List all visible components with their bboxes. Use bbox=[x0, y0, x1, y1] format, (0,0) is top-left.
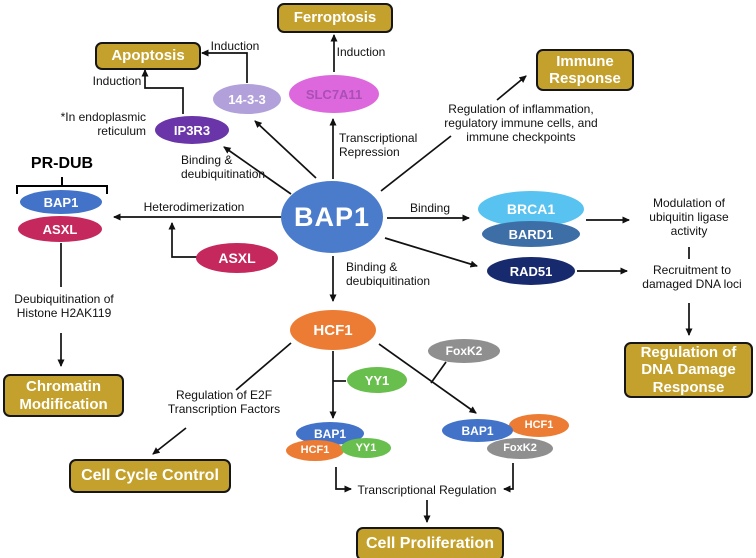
label-induction-ip3r3: Induction bbox=[92, 74, 142, 88]
ferroptosis-box: Ferroptosis bbox=[277, 3, 393, 33]
label-inflammation-note: Regulation of inflammation, regulatory i… bbox=[444, 102, 598, 145]
arrow-bap1-to-14-3-3 bbox=[254, 120, 317, 179]
arrow-e2f-to-cell-cycle-box bbox=[152, 427, 187, 455]
label-induction-14-3-3: Induction bbox=[210, 39, 260, 53]
arrow-14-3-3-to-apoptosis bbox=[201, 49, 248, 83]
prdub-label: PR-DUB bbox=[30, 155, 94, 172]
node-left-complex-yy1: YY1 bbox=[341, 438, 391, 458]
arrow-inflammation-to-immune-response bbox=[496, 75, 527, 101]
node-slc7a11: SLC7A11 bbox=[289, 75, 379, 113]
node-prdub-bap1: BAP1 bbox=[20, 190, 102, 214]
label-induction-slc7a11: Induction bbox=[336, 45, 386, 59]
arrow-ip3r3-to-apoptosis bbox=[141, 69, 184, 114]
node-bard1: BARD1 bbox=[482, 221, 580, 247]
cell-cycle-control-box: Cell Cycle Control bbox=[69, 459, 231, 493]
chromatin-modification-box: Chromatin Modification bbox=[3, 374, 124, 417]
node-asxl: ASXL bbox=[196, 243, 278, 273]
node-prdub-asxl: ASXL bbox=[18, 216, 102, 242]
line-foxk2-tick bbox=[430, 361, 447, 384]
arrow-left-complex-to-transcriptional-regulation bbox=[335, 467, 352, 493]
node-left-complex-hcf1: HCF1 bbox=[286, 440, 344, 461]
label-transcriptional-regulation: Transcriptional Regulation bbox=[357, 483, 497, 497]
label-deubiquitination-histone: Deubiquitination of Histone H2AK119 bbox=[14, 292, 114, 321]
line-hcf1-to-e2f-note bbox=[235, 342, 292, 391]
cell-proliferation-box: Cell Proliferation bbox=[356, 527, 504, 558]
label-binding-deubiquitination-lower: Binding & deubiquitination bbox=[346, 260, 431, 289]
arrow-bap1-to-ip3r3 bbox=[223, 146, 292, 195]
label-heterodimerization: Heterodimerization bbox=[143, 200, 245, 214]
label-recruitment-dna-loci: Recruitment to damaged DNA loci bbox=[642, 263, 742, 292]
node-right-complex-hcf1: HCF1 bbox=[509, 414, 569, 437]
node-rad51: RAD51 bbox=[487, 257, 575, 285]
node-right-complex-bap1: BAP1 bbox=[442, 419, 513, 442]
arrow-asxl-to-heterodimerization bbox=[168, 222, 197, 258]
arrow-bap1-to-rad51 bbox=[384, 237, 478, 268]
arrow-right-complex-to-transcriptional-regulation bbox=[503, 463, 514, 493]
node-hcf1: HCF1 bbox=[290, 310, 376, 350]
line-bap1-to-inflammation-note bbox=[380, 135, 452, 192]
apoptosis-box: Apoptosis bbox=[95, 42, 201, 70]
node-14-3-3: 14-3-3 bbox=[213, 84, 281, 114]
label-binding: Binding bbox=[409, 201, 451, 215]
immune-response-box: Immune Response bbox=[536, 49, 634, 91]
label-transcriptional-repression: Transcriptional Repression bbox=[339, 131, 418, 160]
node-ip3r3: IP3R3 bbox=[155, 116, 229, 144]
label-regulation-e2f: Regulation of E2F Transcription Factors bbox=[167, 388, 281, 417]
node-bap1-central: BAP1 bbox=[281, 181, 383, 253]
node-right-complex-foxk2: FoxK2 bbox=[487, 438, 553, 459]
arrow-hcf1-to-right-complex bbox=[378, 343, 477, 414]
node-yy1: YY1 bbox=[347, 367, 407, 393]
node-left-complex-bap1: BAP1 bbox=[296, 422, 364, 445]
node-foxk2: FoxK2 bbox=[428, 339, 500, 363]
label-binding-deubiquitination-upper: Binding & deubiquitination bbox=[181, 153, 266, 182]
label-modulation-ubiquitin: Modulation of ubiquitin ligase activity bbox=[649, 196, 729, 239]
dna-damage-response-box: Regulation of DNA Damage Response bbox=[624, 342, 753, 398]
node-brca1: BRCA1 bbox=[478, 191, 584, 227]
label-in-endoplasmic-reticulum: *In endoplasmic reticulum bbox=[60, 110, 146, 139]
